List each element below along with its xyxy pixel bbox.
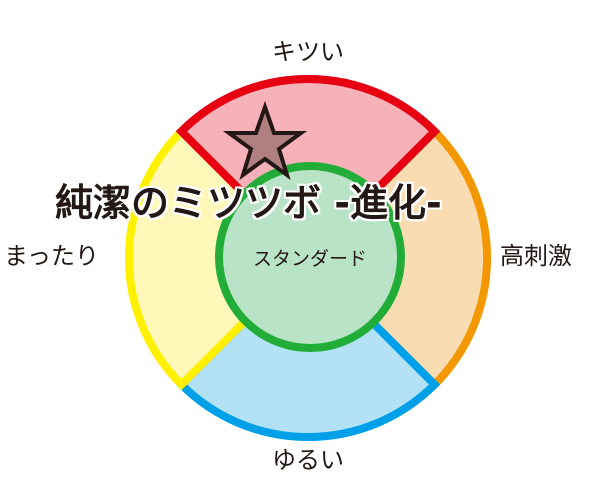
axis-label-right: 高刺激 [500, 242, 572, 270]
star-icon [222, 100, 308, 181]
product-title: 純潔のミツツボ -進化- [55, 181, 442, 225]
axis-label-top: キツい [272, 38, 344, 66]
center-circle-standard [215, 162, 405, 352]
axis-label-left: まったり [4, 242, 100, 270]
center-label: スタンダード [252, 248, 368, 270]
sector-kitsui-outline [175, 74, 441, 264]
axis-label-bottom: ゆるい [272, 446, 344, 474]
